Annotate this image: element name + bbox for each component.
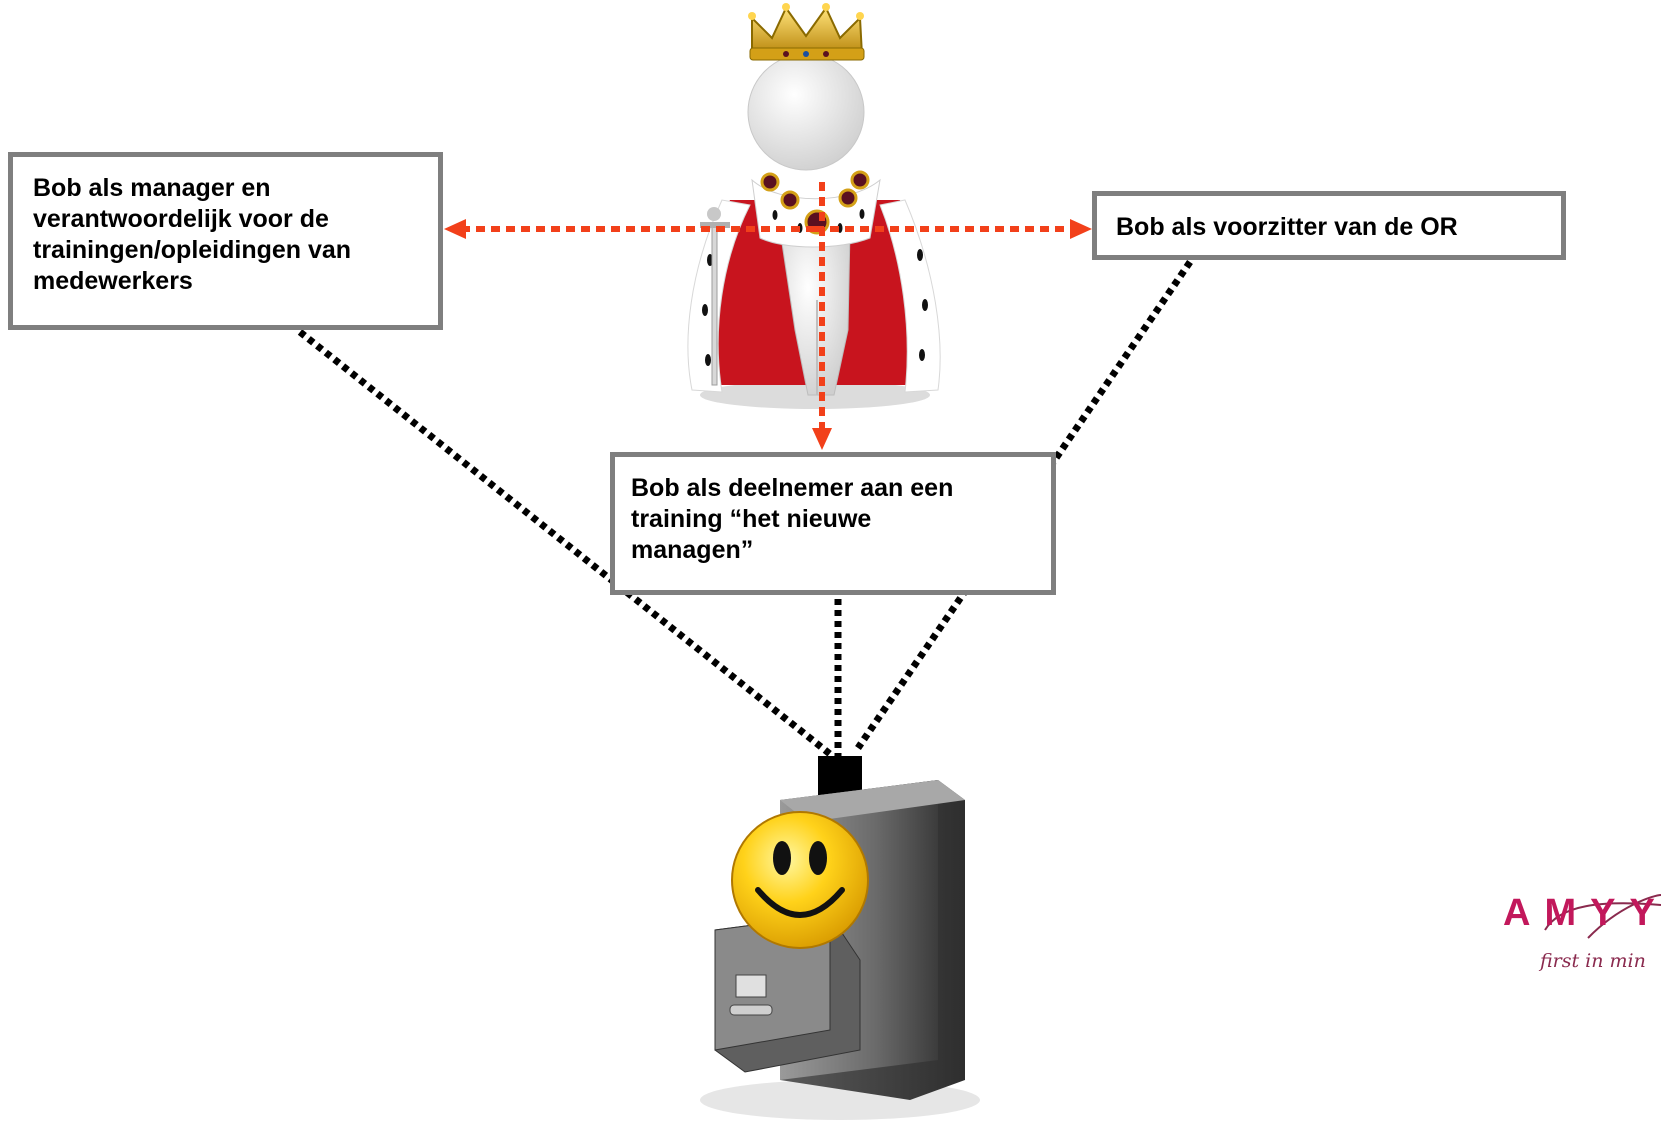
arrowhead-left [444, 219, 466, 239]
black-dotted-connectors [297, 260, 1193, 761]
smiley-face [731, 811, 869, 949]
filing-cabinet-smiley-icon [700, 780, 980, 1120]
arrowhead-down [812, 428, 832, 450]
connector-manager-to-cabinet [297, 329, 838, 761]
sword-icon [700, 207, 730, 386]
logo-tagline: first in min [1540, 950, 1646, 972]
company-logo: AMYY first in min [1480, 880, 1661, 980]
participant-role-box: Bob als deelnemer aan een training “het … [610, 452, 1056, 595]
logo-swoosh [1544, 894, 1661, 939]
logo-letters: AMYY [1503, 892, 1661, 934]
figure-head [747, 53, 865, 171]
arrowhead-right [1070, 219, 1092, 239]
red-dotted-arrows [462, 182, 1072, 428]
crowned-figure-icon [687, 3, 941, 409]
manager-role-box: Bob als manager en verantwoordelijk voor… [8, 152, 443, 330]
or-chair-role-box: Bob als voorzitter van de OR [1092, 191, 1566, 260]
crown-icon [748, 3, 865, 61]
